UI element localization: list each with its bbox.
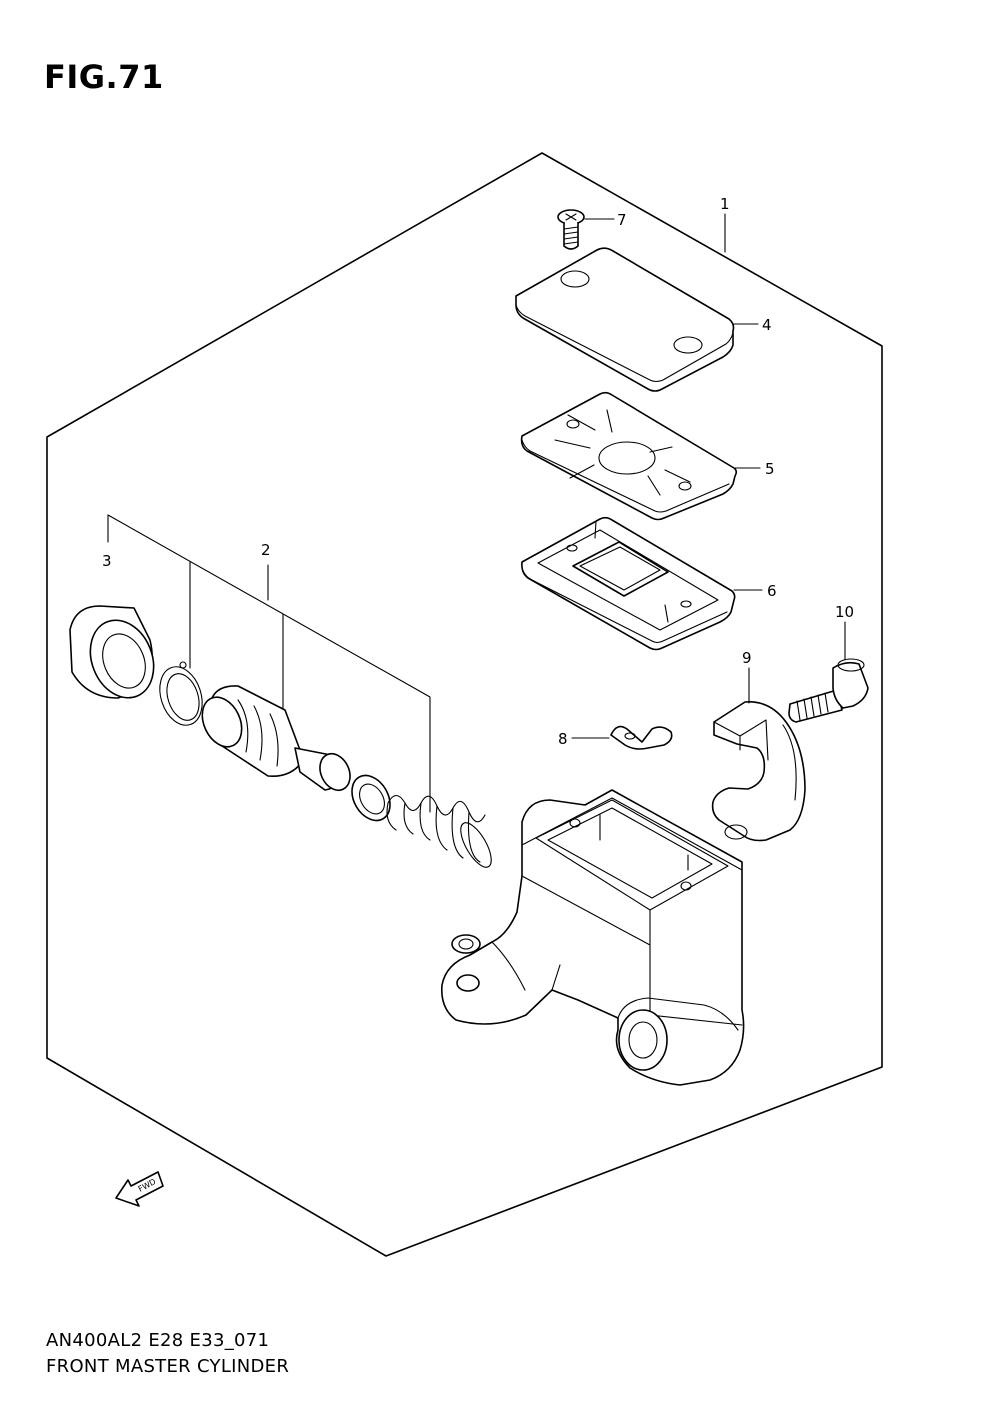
callout-2: 2 xyxy=(261,541,271,559)
callout-7: 7 xyxy=(617,211,627,229)
part-cup-seal xyxy=(351,774,391,822)
callout-8: 8 xyxy=(558,730,568,748)
diagram-name: FRONT MASTER CYLINDER xyxy=(46,1356,290,1377)
part-2-piston xyxy=(201,685,351,792)
callout-1: 1 xyxy=(720,195,730,213)
part-5-diaphragm-plate xyxy=(520,391,738,521)
diagram-code: AN400AL2 E28 E33_071 xyxy=(46,1330,270,1351)
part-spring xyxy=(386,794,492,868)
part-circlip xyxy=(159,661,203,726)
kit-bracket xyxy=(107,514,431,813)
part-4-reservoir-cap xyxy=(515,247,735,392)
callout-4: 4 xyxy=(762,316,772,334)
part-master-cylinder-body xyxy=(440,789,745,1086)
part-10-bolt xyxy=(788,658,869,723)
part-7-screw xyxy=(557,209,585,250)
callout-5: 5 xyxy=(765,460,775,478)
part-6-plate xyxy=(521,516,736,651)
callout-3: 3 xyxy=(102,552,112,570)
callout-9: 9 xyxy=(742,649,752,667)
fwd-arrow: FWD xyxy=(115,1171,164,1207)
figure-title: FIG.71 xyxy=(44,58,164,96)
callout-10: 10 xyxy=(835,603,854,621)
part-9-clamp-holder xyxy=(711,701,806,842)
callout-6: 6 xyxy=(767,582,777,600)
part-8-clip xyxy=(610,725,673,750)
part-3-boot xyxy=(69,605,155,699)
assembly-boundary xyxy=(46,152,883,1257)
